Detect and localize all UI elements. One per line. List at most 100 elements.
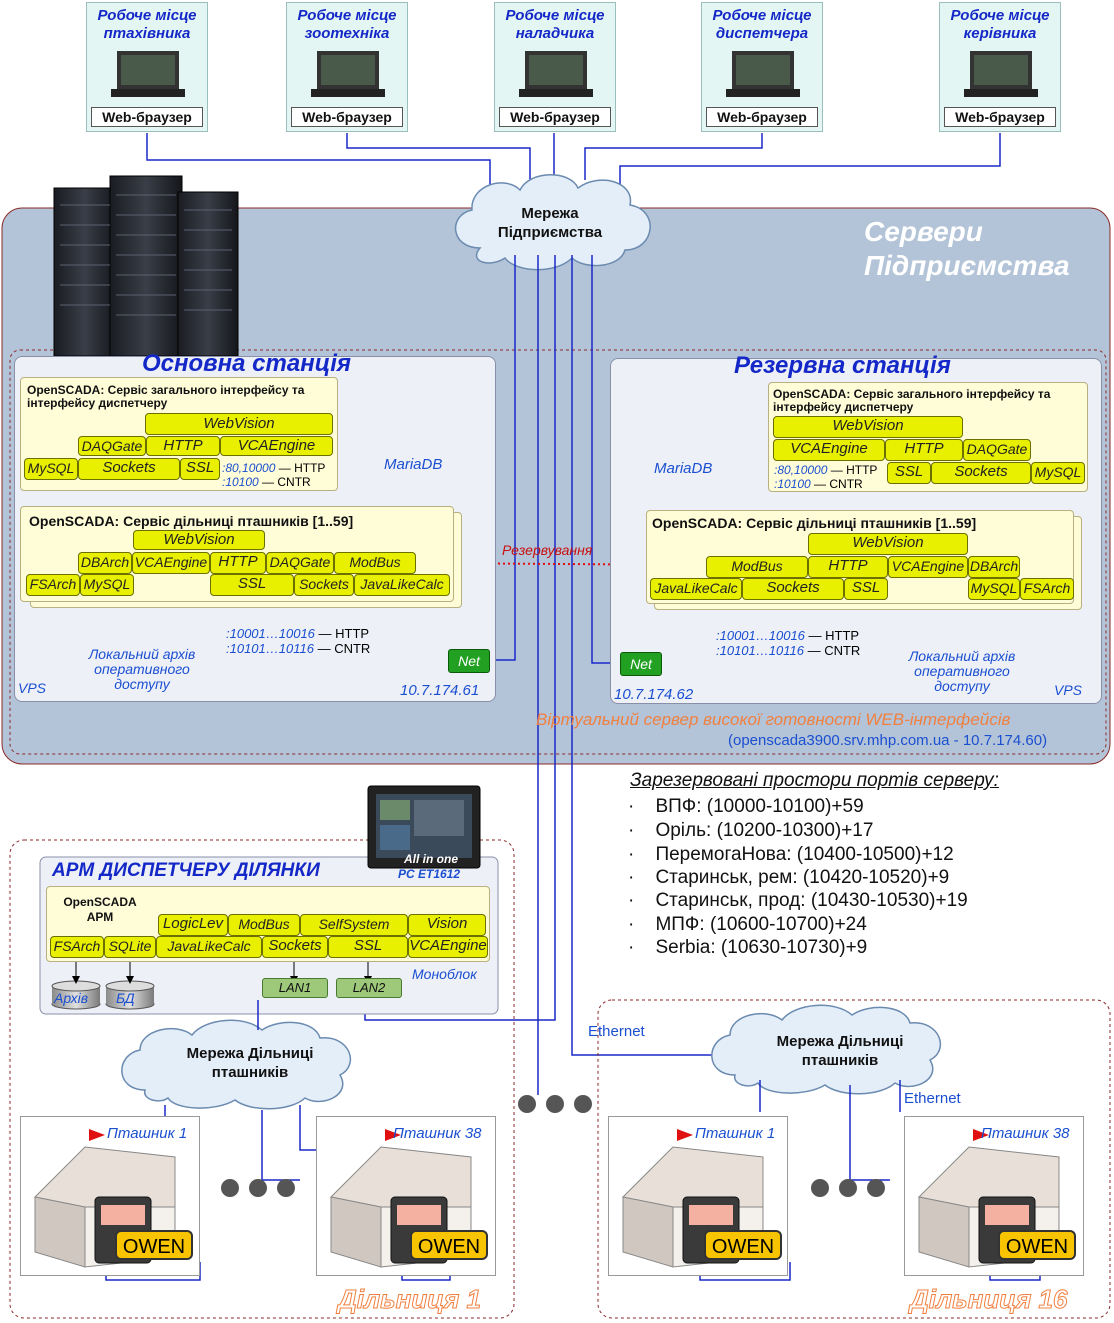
ports-item: · МПФ: (10600-10700)+24 xyxy=(628,914,867,935)
module-sockets: Sockets xyxy=(931,462,1031,484)
backup-farm-ports-http: :10001…10016 — HTTP xyxy=(716,628,860,643)
module-ssl: SSL xyxy=(328,936,408,958)
backup-ip: 10.7.174.62 xyxy=(614,686,694,703)
main-ip: 10.7.174.61 xyxy=(400,682,480,699)
module-webvision: WebVision xyxy=(133,530,265,550)
module-mysql: MySQL xyxy=(24,458,78,480)
module-dbarch: DBArch xyxy=(968,556,1020,578)
module-vcaengine: VCAEngine xyxy=(132,552,210,574)
arm-title: АРМ ДИСПЕТЧЕРУ ДІЛЯНКИ xyxy=(52,860,320,881)
ethernet-label-1: Ethernet xyxy=(588,1023,645,1040)
module-selfsystem: SelfSystem xyxy=(300,914,408,936)
workstation-zootech: Робоче місце зоотехніка Web-браузер xyxy=(286,2,408,132)
module-mysql: MySQL xyxy=(80,574,134,596)
module-logiclev: LogicLev xyxy=(158,914,228,936)
service-title: OpenSCADA: Сервіс загального інтерфейсу … xyxy=(27,383,305,410)
farm-cloud-1-label: Мережа Дільниці пташників xyxy=(186,1045,314,1081)
farm-ports-cntr: :10101…10116 — CNTR xyxy=(226,641,371,656)
server-racks-icon xyxy=(53,175,239,357)
sector16-label: Дільниця 16 xyxy=(909,1284,1068,1315)
module-ssl: SSL xyxy=(210,574,294,596)
workstation-manager: Робоче місце керівника Web-браузер xyxy=(939,2,1061,132)
owen-controller: OWEN xyxy=(704,1230,782,1260)
module-javalikecalc: JavaLikeCalc xyxy=(156,936,262,958)
module-sockets: Sockets xyxy=(294,574,354,596)
ports-item: · Старинськ, рем: (10420-10520)+9 xyxy=(628,867,950,888)
poultry-house-label: Пташник 1 xyxy=(695,1125,776,1142)
module-ssl: SSL xyxy=(180,458,220,480)
enterprise-cloud-label: Мережа Підприємства xyxy=(497,205,603,241)
ports-item: · Старинськ, прод: (10430-10530)+19 xyxy=(628,890,968,911)
poultry-house-1-sector16: Пташник 1 xyxy=(608,1116,788,1276)
backup-vps-label: VPS xyxy=(1054,682,1083,698)
arm-db-label: БД xyxy=(116,990,135,1006)
module-modbus: ModBus xyxy=(334,552,416,574)
module-sockets: Sockets xyxy=(262,936,328,958)
module-fsarch: FSArch xyxy=(50,936,104,958)
ports-item: · ПеремогаНова: (10400-10500)+12 xyxy=(628,844,954,865)
module-webvision: WebVision xyxy=(808,533,968,555)
farm-cloud-16-icon xyxy=(711,1004,941,1095)
workstation-adjuster: Робоче місце наладчика Web-браузер xyxy=(494,2,616,132)
ports-item: · ВПФ: (10000-10100)+59 xyxy=(628,796,864,817)
panel-pc-line2: PC ET1612 xyxy=(398,867,461,881)
module-vcaengine: VCAEngine xyxy=(408,936,488,958)
web-browser-label: Web-браузер xyxy=(944,107,1056,127)
workstation-title: Робоче місце керівника xyxy=(950,7,1050,42)
module-http: HTTP xyxy=(808,556,888,578)
module-daqgate: DAQGate xyxy=(963,439,1031,461)
arm-db-icon xyxy=(105,980,155,1010)
main-net-adapter: Net xyxy=(448,649,490,673)
owen-controller: OWEN xyxy=(115,1230,193,1260)
main-station-title: Основна станція xyxy=(142,350,352,377)
workstation-links xyxy=(146,133,1001,190)
ellipsis-dots xyxy=(221,1095,885,1197)
lan1-port: LAN1 xyxy=(262,978,328,998)
backup-general-ports-cntr: :10100 — CNTR xyxy=(774,477,863,491)
module-vcaengine: VCAEngine xyxy=(220,436,333,456)
lan2-port: LAN2 xyxy=(336,978,402,998)
module-dbarch: DBArch xyxy=(78,552,132,574)
web-browser-label: Web-браузер xyxy=(499,107,611,127)
owen-controller: OWEN xyxy=(410,1230,488,1260)
module-javalikecalc: JavaLikeCalc xyxy=(354,574,450,596)
poultry-house-label: Пташник 38 xyxy=(393,1125,482,1142)
module-mysql: MySQL xyxy=(968,578,1020,600)
ports-item: · Оріль: (10200-10300)+17 xyxy=(628,820,874,841)
workstation-title: Робоче місце зоотехніка xyxy=(297,7,397,42)
virtual-server-address: (openscada3900.srv.mhp.com.ua - 10.7.174… xyxy=(728,732,1048,749)
workstation-dispatcher: Робоче місце диспетчера Web-браузер xyxy=(701,2,823,132)
farm-cloud-1-icon xyxy=(121,1019,351,1110)
panel-pc-icon xyxy=(367,785,481,869)
module-vision: Vision xyxy=(408,914,486,936)
main-archive-label: Локальний архів оперативного доступу xyxy=(88,646,196,692)
module-javalikecalc: JavaLikeCalc xyxy=(650,578,742,600)
backup-mariadb-label: MariaDB xyxy=(654,460,713,477)
workstation-poultry: Робоче місце птахівника Web-браузер xyxy=(86,2,208,132)
general-ports-cntr: :10100 — CNTR xyxy=(222,475,311,489)
ports-reserved-title: Зарезервовані простори портів серверу: xyxy=(630,770,999,791)
farm-cloud-16-label: Мережа Дільниці пташників xyxy=(776,1033,904,1069)
laptop-icon xyxy=(726,51,800,97)
service-title: OpenSCADA АРМ xyxy=(63,895,137,924)
laptop-icon xyxy=(519,51,593,97)
virtual-server-region xyxy=(9,349,1107,755)
module-http: HTTP xyxy=(210,552,266,574)
laptop-icon xyxy=(311,51,385,97)
web-browser-label: Web-браузер xyxy=(91,107,203,127)
sector1-label: Дільниця 1 xyxy=(338,1284,482,1315)
module-vcaengine: VCAEngine xyxy=(773,439,885,461)
service-title: OpenSCADA: Сервіс дільниці пташників [1.… xyxy=(652,515,977,531)
module-daqgate: DAQGate xyxy=(266,552,334,574)
module-fsarch: FSArch xyxy=(26,574,80,596)
farm-ports-http: :10001…10016 — HTTP xyxy=(226,626,370,641)
laptop-icon xyxy=(964,51,1038,97)
module-http: HTTP xyxy=(146,436,220,456)
module-fsarch: FSArch xyxy=(1020,578,1074,600)
module-ssl: SSL xyxy=(887,462,931,484)
module-modbus: ModBus xyxy=(706,556,808,578)
backup-archive-label: Локальний архів оперативного доступу xyxy=(908,648,1016,694)
general-ports-http: :80,10000 — HTTP xyxy=(222,461,326,475)
backup-net-adapter: Net xyxy=(620,652,662,676)
module-vcaengine: VCAEngine xyxy=(888,556,968,578)
